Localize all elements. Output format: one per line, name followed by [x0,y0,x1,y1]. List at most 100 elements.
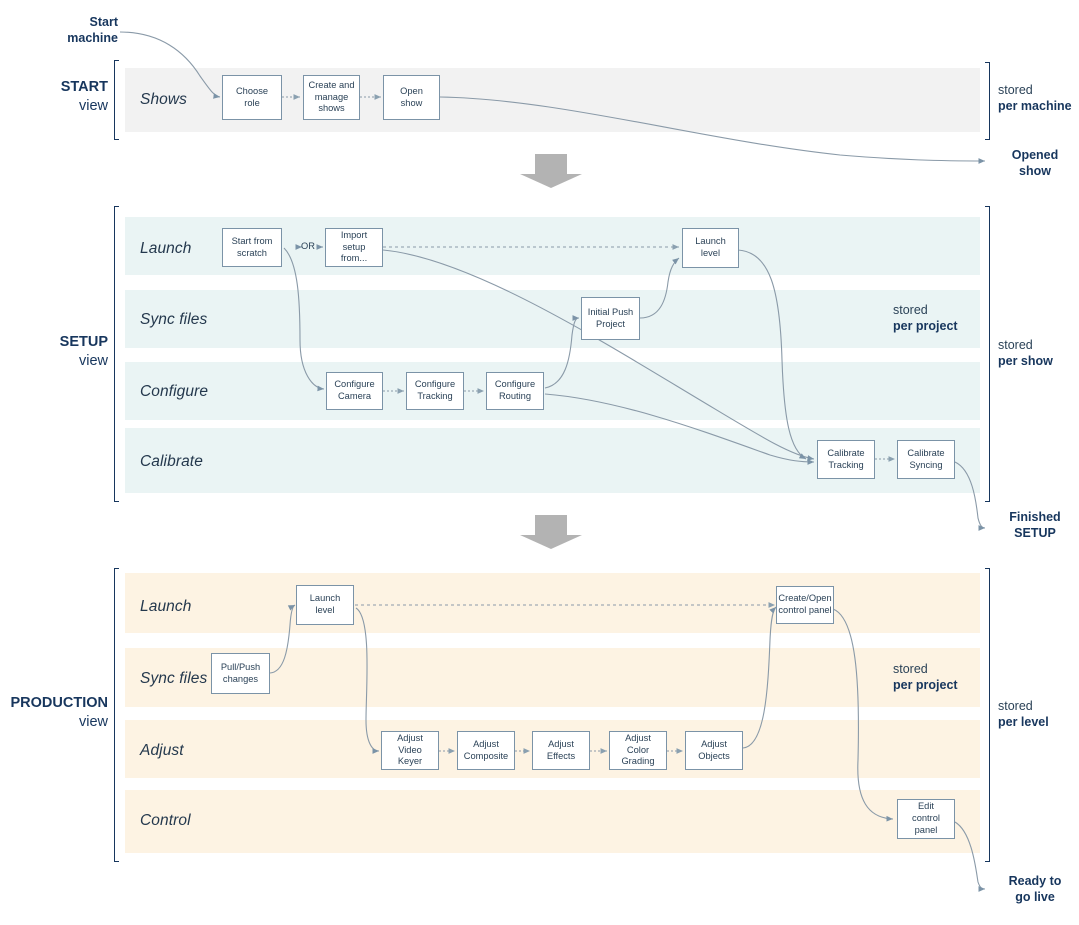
output-ready-to-go-live-line2: go live [1015,890,1055,905]
output-opened-show-line1: Opened [1011,148,1059,162]
phase-setup-line1: SETUP [59,334,108,350]
entry-label-line1: Start [89,15,118,29]
phase-start-line1: START [60,79,108,95]
node-choose-role[interactable]: Choose role [222,75,282,120]
node-configure-tracking-line1: Configure [414,379,456,390]
node-adjust-composite[interactable]: Adjust Composite [457,731,515,770]
node-adjust-color-grading-line2: Grading [621,756,655,767]
output-opened-show: Opened show [993,147,1077,180]
row-label-start-shows: Shows [140,91,188,108]
stored-per-level-line2: per level [998,715,1049,730]
node-adjust-video-keyer[interactable]: Adjust Video Keyer [381,731,439,770]
node-calibrate-syncing-line1: Calibrate [907,447,945,458]
node-create-manage-shows-line2: manage [314,91,349,102]
row-label-production-launch: Launch [140,598,192,615]
node-initial-push-project[interactable]: Initial Push Project [581,297,640,340]
bracket-stored-per-machine [985,62,990,140]
output-finished-setup: Finished SETUP [993,509,1077,542]
node-adjust-effects-line2: Effects [546,750,576,761]
node-create-manage-shows-line3: shows [318,103,345,114]
node-initial-push-project-line1: Initial Push [587,306,634,317]
phase-label-setup: SETUP view [0,333,108,370]
stored-per-level: stored per level [998,698,1049,731]
phase-production-line1: PRODUCTION [10,695,108,711]
node-configure-tracking-line2: Tracking [417,391,453,401]
phase-production-line2: view [78,713,108,730]
node-adjust-video-keyer-line2: Keyer [397,756,423,767]
node-configure-routing-line1: Configure [494,379,536,390]
bracket-stored-per-show [985,206,990,502]
node-import-setup-from[interactable]: Import setup from... [325,228,383,267]
node-create-open-control-panel[interactable]: Create/Open control panel [776,586,834,624]
node-create-manage-shows[interactable]: Create and manage shows [303,75,360,120]
entry-label-line2: machine [67,31,118,46]
node-adjust-composite-line1: Adjust [473,738,499,749]
output-opened-show-line2: show [1019,164,1051,179]
stored-per-project-setup-line1: stored [893,303,928,317]
output-finished-setup-line1: Finished [1009,510,1061,524]
row-label-production-adjust: Adjust [140,742,184,759]
node-setup-launch-level-line1: Launch [695,236,726,247]
node-production-launch-level-line2: level [315,605,335,615]
node-pull-push-changes-line2: changes [222,673,259,684]
node-adjust-objects-line2: Objects [698,750,730,761]
bracket-production [114,568,119,862]
node-configure-routing[interactable]: Configure Routing [486,372,544,410]
node-open-show[interactable]: Open show [383,75,440,120]
node-edit-control-panel-line1: Edit [917,801,935,812]
node-calibrate-tracking-line2: Tracking [828,459,864,470]
phase-setup-line2: view [78,352,108,369]
node-adjust-objects[interactable]: Adjust Objects [685,731,743,770]
row-label-production-control: Control [140,812,191,829]
node-setup-launch-level[interactable]: Launch level [682,228,739,268]
section-separator-arrow-2 [520,515,582,549]
output-finished-setup-line2: SETUP [1014,526,1056,541]
node-production-launch-level-line1: Launch [309,593,341,604]
node-configure-tracking[interactable]: Configure Tracking [406,372,464,410]
bracket-stored-per-level [985,568,990,862]
row-label-setup-launch: Launch [140,240,192,257]
node-calibrate-tracking[interactable]: Calibrate Tracking [817,440,875,479]
stored-per-machine-line1: stored [998,83,1033,97]
band-production-launch [125,573,980,633]
node-setup-launch-level-line2: level [700,248,721,258]
band-setup-sync [125,290,980,348]
band-production-control [125,790,980,853]
node-production-launch-level[interactable]: Launch level [296,585,354,625]
node-pull-push-changes[interactable]: Pull/Push changes [211,653,270,694]
row-label-setup-calibrate: Calibrate [140,453,203,470]
output-ready-to-go-live-line1: Ready to [1008,874,1062,888]
node-calibrate-syncing[interactable]: Calibrate Syncing [897,440,955,479]
node-configure-camera-line1: Configure [334,379,375,390]
node-adjust-effects[interactable]: Adjust Effects [532,731,590,770]
stored-per-show: stored per show [998,337,1053,370]
section-separator-arrow-1 [520,154,582,188]
node-calibrate-syncing-line2: Syncing [909,459,943,470]
phase-label-start: START view [0,78,108,115]
bracket-setup [114,206,119,502]
row-label-production-sync: Sync files [140,670,208,687]
node-edit-control-panel[interactable]: Edit control panel [897,799,955,839]
node-start-from-scratch-line2: scratch [237,247,267,258]
stored-per-level-line1: stored [998,699,1033,713]
node-configure-routing-line2: Routing [498,391,532,401]
node-configure-camera[interactable]: Configure Camera [326,372,383,410]
phase-start-line2: view [78,97,108,114]
node-adjust-objects-line1: Adjust [701,738,727,749]
node-adjust-composite-line2: Composite [463,750,509,761]
node-choose-role-line2: role [244,97,260,108]
node-adjust-effects-line1: Adjust [548,738,574,749]
stored-per-project-production-line1: stored [893,662,928,676]
node-adjust-color-grading[interactable]: Adjust Color Grading [609,731,667,770]
band-setup-configure [125,362,980,420]
node-adjust-video-keyer-line1: Adjust Video [397,732,423,755]
stored-per-project-production-line2: per project [893,678,958,693]
node-start-from-scratch[interactable]: Start from scratch [222,228,282,267]
node-create-open-control-panel-line1: Create/Open [778,593,832,604]
phase-label-production: PRODUCTION view [0,694,108,731]
stored-per-machine-line2: per machine [998,99,1072,114]
entry-label-start-machine: Start machine [20,14,118,47]
connector-label-or: OR [301,241,315,251]
node-adjust-color-grading-line1: Adjust Color [625,732,651,755]
